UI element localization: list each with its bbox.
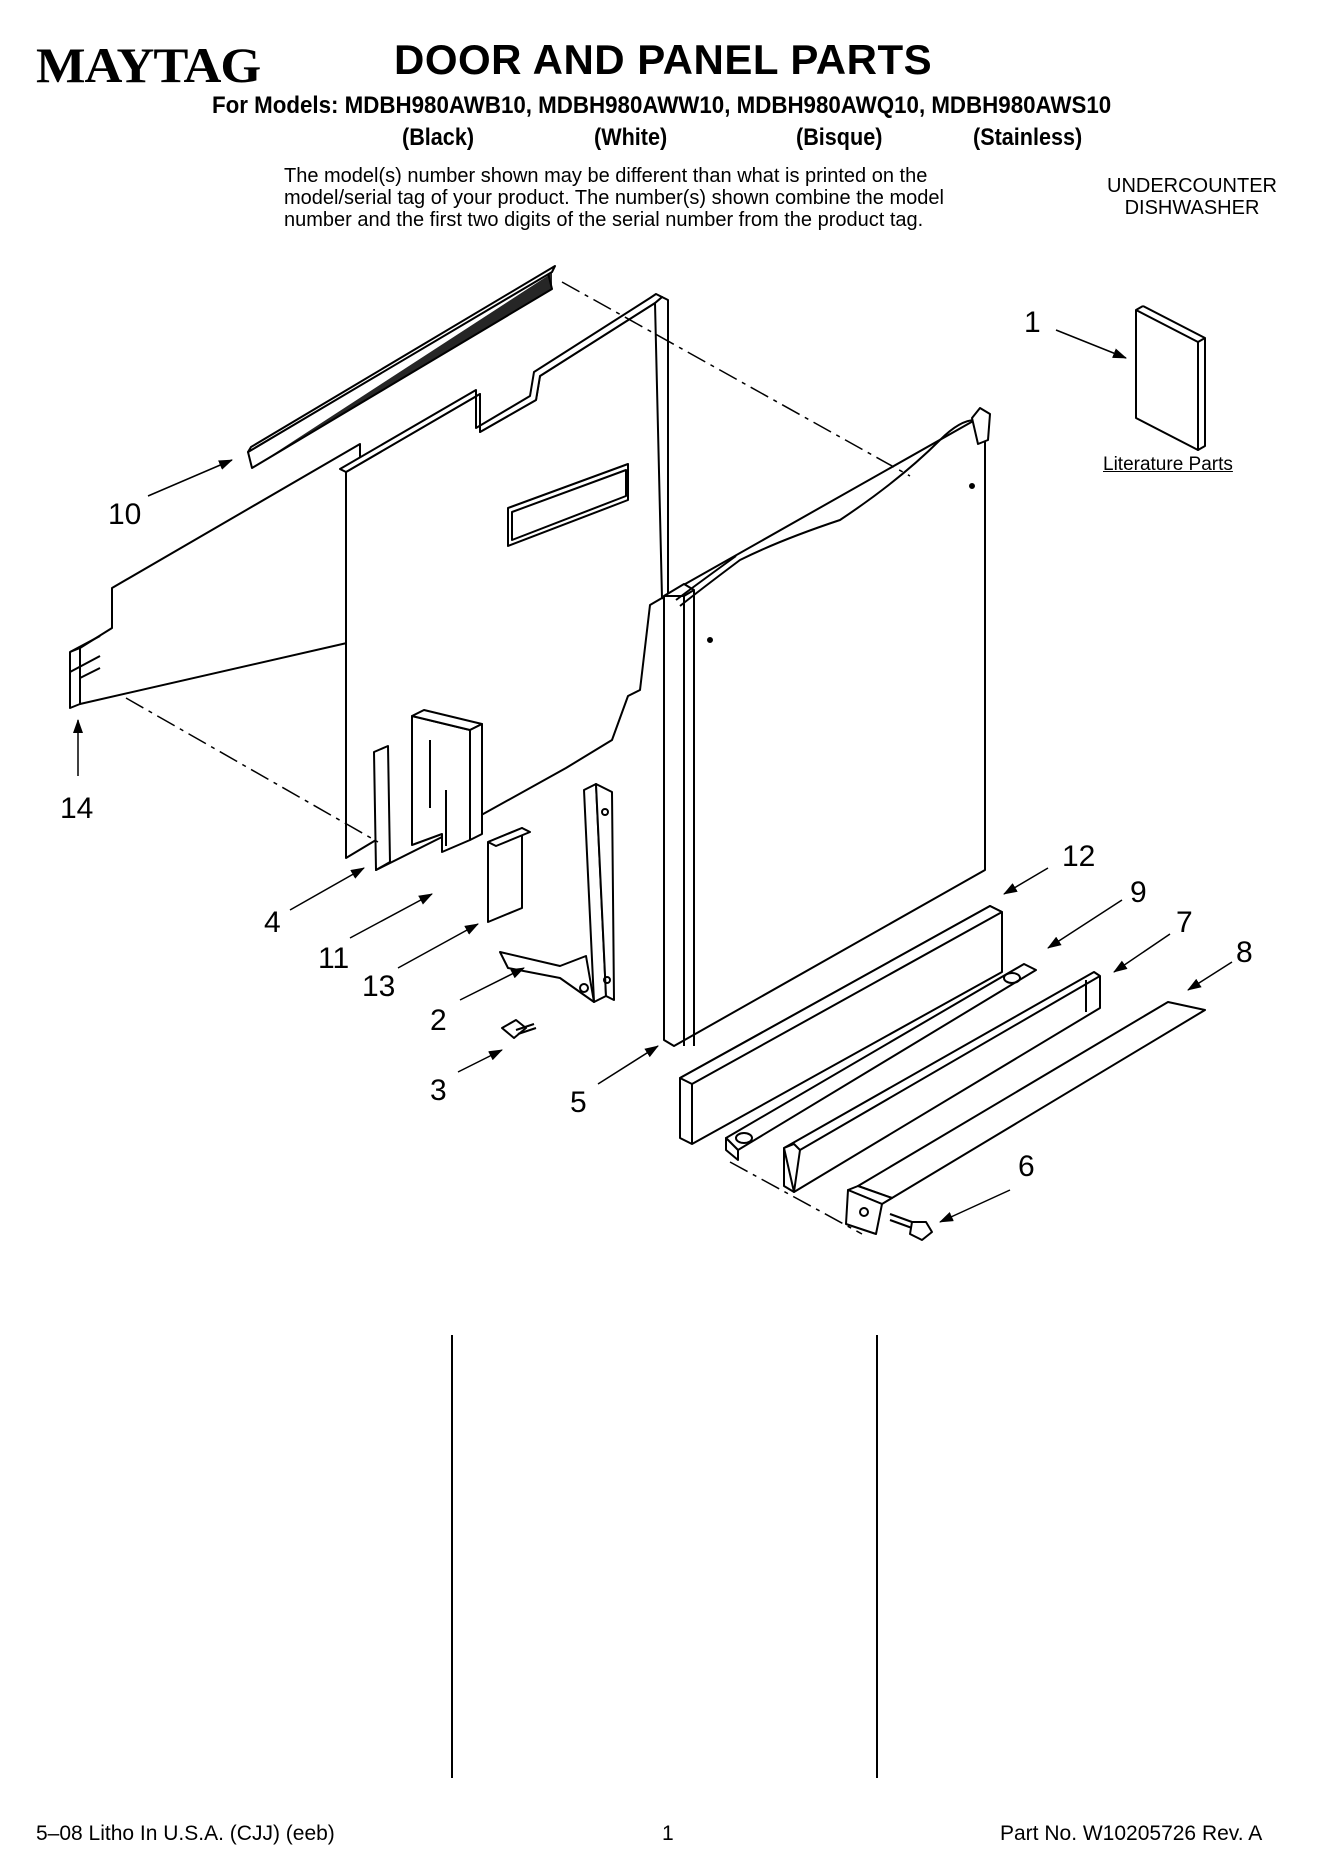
kick-panel-part — [679, 905, 1003, 1145]
screw-part-6 — [889, 1213, 933, 1241]
base-panel-part — [69, 443, 361, 709]
model-number-note: The model(s) number shown may be differe… — [284, 165, 1084, 231]
callout-11: 11 — [318, 942, 350, 975]
callout-4: 4 — [264, 906, 281, 939]
color-black: (Black) — [402, 124, 475, 151]
color-bisque: (Bisque) — [796, 124, 883, 151]
trim-strip-part — [725, 963, 1037, 1161]
brand-logo: MAYTAG — [36, 37, 261, 93]
blank-area-dividers — [451, 1335, 878, 1778]
footer-print-info: 5–08 Litho In U.S.A. (CJJ) (eeb) — [36, 1822, 335, 1845]
alignment-lines — [125, 281, 911, 1235]
insulation-pad-part — [487, 827, 531, 923]
product-type-line: UNDERCOUNTER — [1107, 175, 1277, 197]
top-strip-part — [247, 265, 556, 469]
callout-10: 10 — [108, 498, 142, 531]
hinge-bracket-part — [499, 783, 615, 1003]
callout-14: 14 — [60, 792, 94, 825]
literature-parts-label: Literature Parts — [1103, 454, 1233, 475]
product-type: UNDERCOUNTER DISHWASHER — [1092, 175, 1292, 219]
note-line: number and the first two digits of the s… — [284, 209, 924, 231]
callout-5: 5 — [570, 1086, 587, 1119]
door-inner-panel-part — [663, 407, 991, 1047]
callout-9: 9 — [1130, 876, 1147, 909]
toe-plate-part — [845, 1001, 1206, 1235]
toe-channel-part — [783, 971, 1101, 1193]
callout-3: 3 — [430, 1074, 447, 1107]
callout-2: 2 — [430, 1004, 447, 1037]
page-number: 1 — [662, 1822, 674, 1845]
screw-part-3 — [501, 1019, 537, 1039]
model-list: For Models: MDBH980AWB10, MDBH980AWW10, … — [212, 92, 1112, 119]
callout-13: 13 — [362, 970, 396, 1003]
callout-8: 8 — [1236, 936, 1253, 969]
callout-12: 12 — [1062, 840, 1096, 873]
callout-arrows — [73, 329, 1233, 1223]
callout-6: 6 — [1018, 1150, 1035, 1183]
color-white: (White) — [594, 124, 668, 151]
color-stainless: (Stainless) — [973, 124, 1083, 151]
note-line: model/serial tag of your product. The nu… — [284, 187, 944, 209]
note-line: The model(s) number shown may be differe… — [284, 165, 928, 187]
callout-7: 7 — [1176, 906, 1193, 939]
page-title: DOOR AND PANEL PARTS — [394, 36, 933, 83]
vertical-bracket-parts — [373, 709, 483, 871]
callout-1: 1 — [1024, 306, 1041, 339]
footer-part-number: Part No. W10205726 Rev. A — [1000, 1822, 1263, 1845]
product-type-line: DISHWASHER — [1124, 197, 1260, 219]
literature-booklet-part — [1135, 305, 1206, 451]
